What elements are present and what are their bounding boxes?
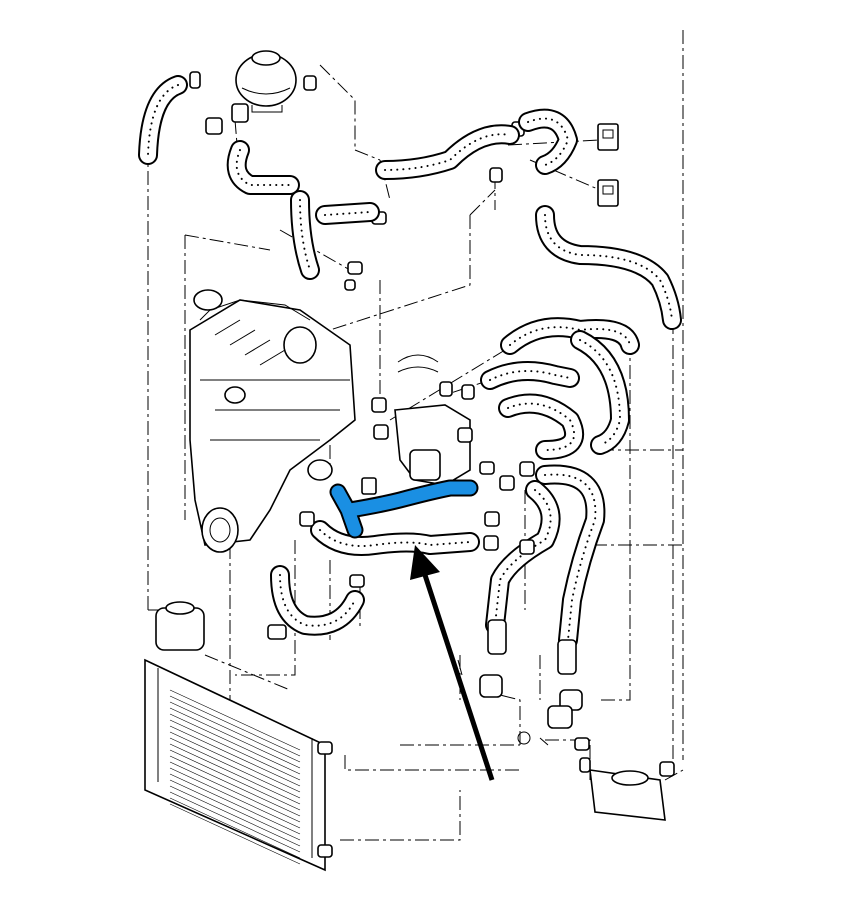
radiator-fin — [169, 761, 301, 823]
radiator-fin — [169, 785, 301, 847]
lower-pipe-fittings — [267, 619, 675, 777]
highlighted-coolant-hose — [329, 479, 479, 539]
radiator-fin — [169, 725, 301, 787]
radiator-fin — [169, 755, 301, 817]
radiator-fin — [169, 797, 301, 859]
expansion-tank-icon — [235, 50, 297, 113]
fluid-reservoir-icon — [155, 601, 205, 651]
engine-block-icon — [189, 289, 356, 553]
pointer-arrow-icon — [410, 545, 495, 781]
radiator-fin — [169, 701, 301, 763]
radiator-fin — [169, 713, 301, 775]
oil-cooler-icon — [579, 757, 666, 821]
radiator-fin — [169, 779, 301, 841]
coolant-flange-icon — [299, 354, 535, 588]
radiator-fin — [169, 731, 301, 793]
radiator-icon — [144, 658, 333, 872]
radiator-fin — [169, 803, 301, 865]
radiator-fin — [169, 719, 301, 781]
radiator-fin — [169, 737, 301, 799]
radiator-fin — [169, 695, 301, 757]
radiator-fin — [169, 707, 301, 769]
radiator-fin — [169, 743, 301, 805]
radiator-fin — [169, 749, 301, 811]
radiator-fin — [169, 773, 301, 835]
radiator-fin — [169, 791, 301, 853]
radiator-fin — [169, 689, 301, 751]
coolant-hoses — [138, 75, 682, 650]
radiator-fin — [169, 767, 301, 829]
temperature-sensor-icon — [597, 123, 619, 207]
